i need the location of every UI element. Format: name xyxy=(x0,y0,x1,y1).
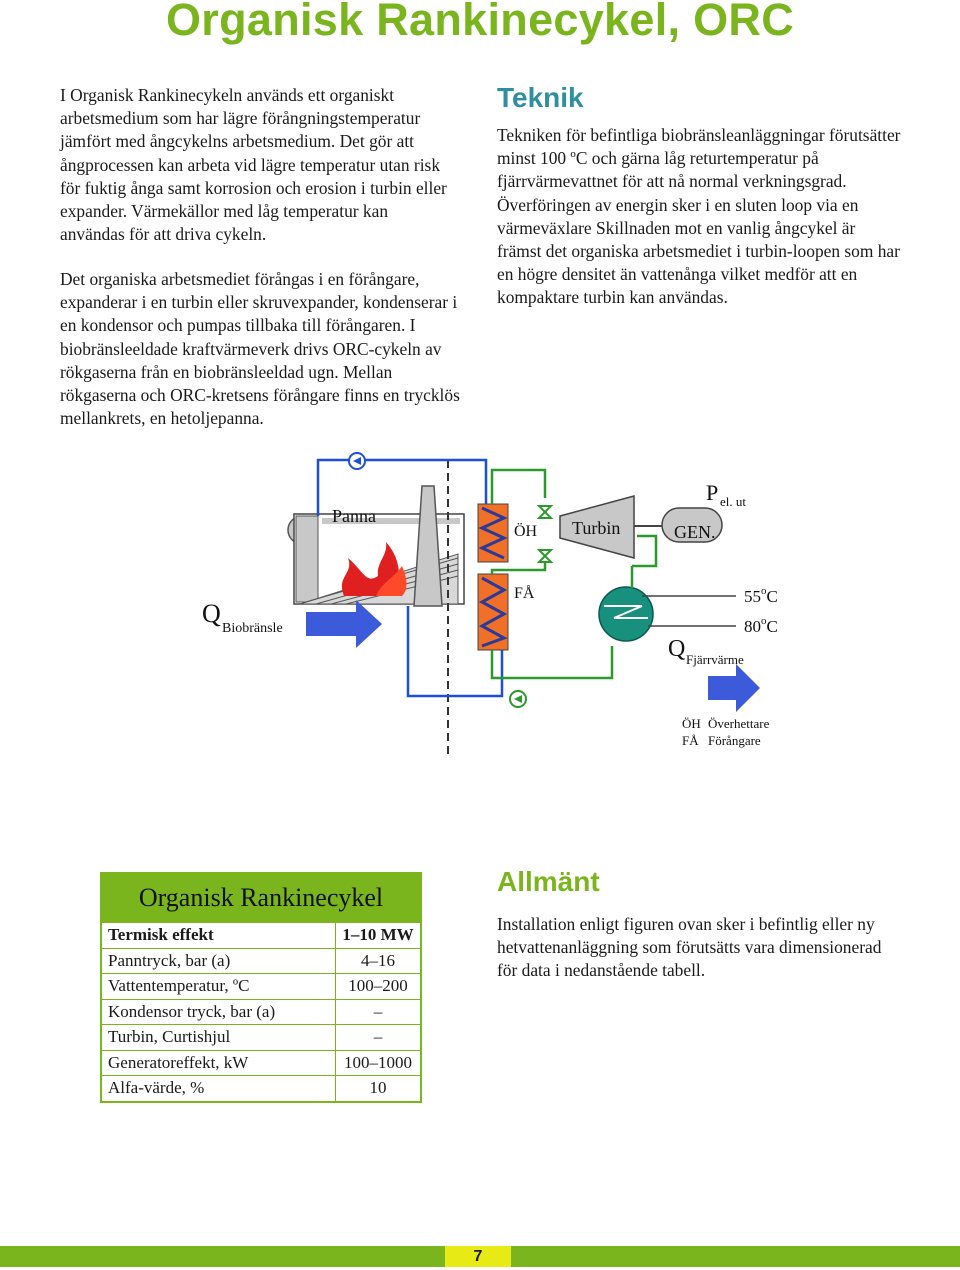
condenser xyxy=(598,586,654,642)
row-label: Generatoreffekt, kW xyxy=(100,1049,336,1076)
temp-80: 80oC xyxy=(744,615,778,636)
page-number: 7 xyxy=(445,1246,511,1267)
table-row: Panntryck, bar (a)4–16 xyxy=(100,947,422,974)
orc-process-diagram: Q Biobränsle Panna ÖH FÅ xyxy=(202,452,778,756)
legend-fa-text: Förångare xyxy=(708,733,761,748)
row-value: – xyxy=(335,998,422,1025)
generator xyxy=(661,507,723,543)
oh-label: ÖH xyxy=(514,522,538,540)
row-label: Alfa-värde, % xyxy=(100,1075,336,1102)
row-label: Termisk effekt xyxy=(100,922,336,949)
p-el-label: P xyxy=(706,480,718,505)
table-row: Kondensor tryck, bar (a)– xyxy=(100,998,422,1025)
allmant-heading: Allmänt xyxy=(497,866,600,897)
fa-label: FÅ xyxy=(514,584,535,602)
row-value: 100–1000 xyxy=(335,1049,422,1076)
row-label: Kondensor tryck, bar (a) xyxy=(100,998,336,1025)
row-label: Panntryck, bar (a) xyxy=(100,947,336,974)
arrow-in-icon xyxy=(306,600,382,648)
row-label: Turbin, Curtishjul xyxy=(100,1024,336,1051)
q-biobransle-label: Q xyxy=(202,599,221,628)
legend-fa-abbr: FÅ xyxy=(682,733,699,748)
spec-table-title: Organisk Rankinecykel xyxy=(101,873,421,923)
table-row: Turbin, Curtishjul– xyxy=(100,1024,422,1051)
gen-label: GEN. xyxy=(674,522,716,542)
superheater-oh xyxy=(477,503,509,563)
row-value: – xyxy=(335,1024,422,1051)
row-label: Vattentemperatur, ºC xyxy=(100,973,336,1000)
valve-icon-1 xyxy=(536,505,554,519)
intro-paragraph-2: Det organiska arbetsmediet förångas i en… xyxy=(60,269,460,429)
page-title: Organisk Rankinecykel, ORC xyxy=(165,0,795,45)
allmant-paragraph: Installation enligt figuren ovan sker i … xyxy=(497,914,882,981)
row-value: 10 xyxy=(335,1075,422,1102)
q-fjarrvarme-sub: Fjärrvärme xyxy=(686,652,744,667)
turbin-label: Turbin xyxy=(572,518,620,538)
row-value: 1–10 MW xyxy=(335,922,422,949)
q-fjarrvarme-label: Q xyxy=(668,636,685,662)
intro-paragraph-1: I Organisk Rankinecykeln används ett org… xyxy=(60,85,447,245)
turbine xyxy=(559,495,635,559)
temp-55: 55oC xyxy=(744,585,778,606)
p-el-sub: el. ut xyxy=(720,494,746,509)
table-row: Alfa-värde, %10 xyxy=(100,1075,422,1102)
teknik-paragraph: Tekniken för befintliga biobränsleanlägg… xyxy=(497,125,901,308)
arrow-out-icon xyxy=(708,664,760,712)
legend-oh-abbr: ÖH xyxy=(682,716,701,731)
valve-icon-2 xyxy=(536,549,554,563)
row-value: 4–16 xyxy=(335,947,422,974)
teknik-heading: Teknik xyxy=(497,82,584,113)
panna-label: Panna xyxy=(332,506,376,526)
evaporator-fa xyxy=(477,573,509,651)
legend-oh-text: Överhettare xyxy=(708,716,770,731)
chimney xyxy=(413,485,443,607)
q-biobransle-sub: Biobränsle xyxy=(222,621,283,636)
orc-loop xyxy=(490,468,658,680)
fire-icon xyxy=(341,542,399,596)
row-value: 100–200 xyxy=(335,973,422,1000)
diagram-legend: ÖH Överhettare FÅ Förångare xyxy=(682,716,770,748)
